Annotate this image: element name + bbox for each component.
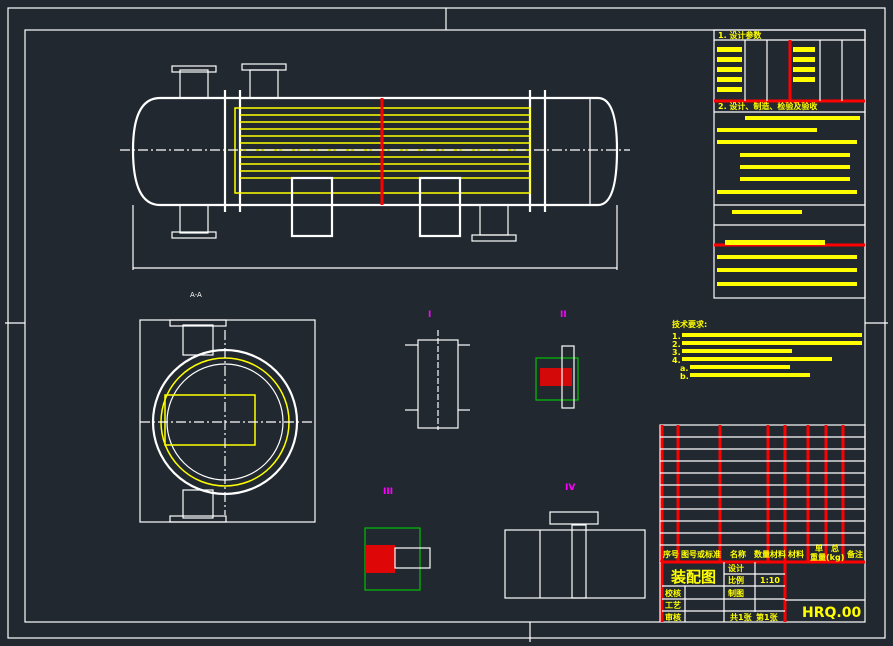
technical-notes: 技术要求: 1. 2. 3. 4. a. b. [672,319,862,381]
svg-text:工艺: 工艺 [665,600,681,610]
svg-text:第1张: 第1张 [756,612,779,622]
svg-text:b.: b. [680,372,689,381]
detail-ii-label: II [560,310,567,320]
svg-text:比例: 比例 [728,575,744,585]
svg-text:材料: 材料 [770,549,786,559]
detail-iii-view [364,527,431,591]
drawing-title: 装配图 [670,568,716,586]
detail-iii-label: III [383,487,393,497]
svg-text:共1张: 共1张 [730,612,753,622]
section-aa-label: A-A [190,291,202,299]
svg-text:图号或标准: 图号或标准 [681,549,721,559]
parts-list-table: 序号 图号或标准 名称 数量 材料 材料 单 总 重量(kg) 备注 [659,424,866,622]
svg-text:总: 总 [831,543,839,553]
detail-i-view [405,330,470,430]
section-view-aa [139,319,316,523]
title-block: 装配图 设计 比例 1:10 制图 校核 工艺 审核 共1张 第1张 HRQ.0… [659,562,865,622]
svg-text:审核: 审核 [665,612,681,622]
drawing-number: HRQ.00 [802,605,861,621]
detail-iv-label: IV [565,483,575,493]
svg-text:1.: 1. [672,332,681,341]
svg-text:a.: a. [680,364,688,373]
svg-text:设计: 设计 [728,563,744,573]
svg-text:重量(kg): 重量(kg) [810,552,844,562]
detail-iv-view [504,511,646,599]
svg-text:备注: 备注 [846,549,863,559]
svg-text:3.: 3. [672,348,681,357]
svg-text:4.: 4. [672,356,681,365]
svg-text:制图: 制图 [728,588,744,598]
heat-exchanger-elevation [120,63,630,270]
svg-text:序号: 序号 [663,549,679,559]
svg-text:材料: 材料 [788,549,804,559]
svg-text:校核: 校核 [665,588,681,598]
design-spec-table [713,29,866,299]
svg-text:名称: 名称 [730,549,746,559]
svg-text:单: 单 [815,543,823,553]
svg-text:数量: 数量 [754,549,770,559]
spec-section1-title: 1. 设计参数 [718,30,762,40]
detail-ii-view [535,345,579,409]
inner-border [24,29,866,623]
spec-section2-title: 2. 设计、制造、检验及验收 [718,101,817,111]
scale-value: 1:10 [760,576,780,585]
notes-title: 技术要求: [672,319,707,329]
detail-i-label: I [428,310,431,320]
svg-text:2.: 2. [672,340,681,349]
